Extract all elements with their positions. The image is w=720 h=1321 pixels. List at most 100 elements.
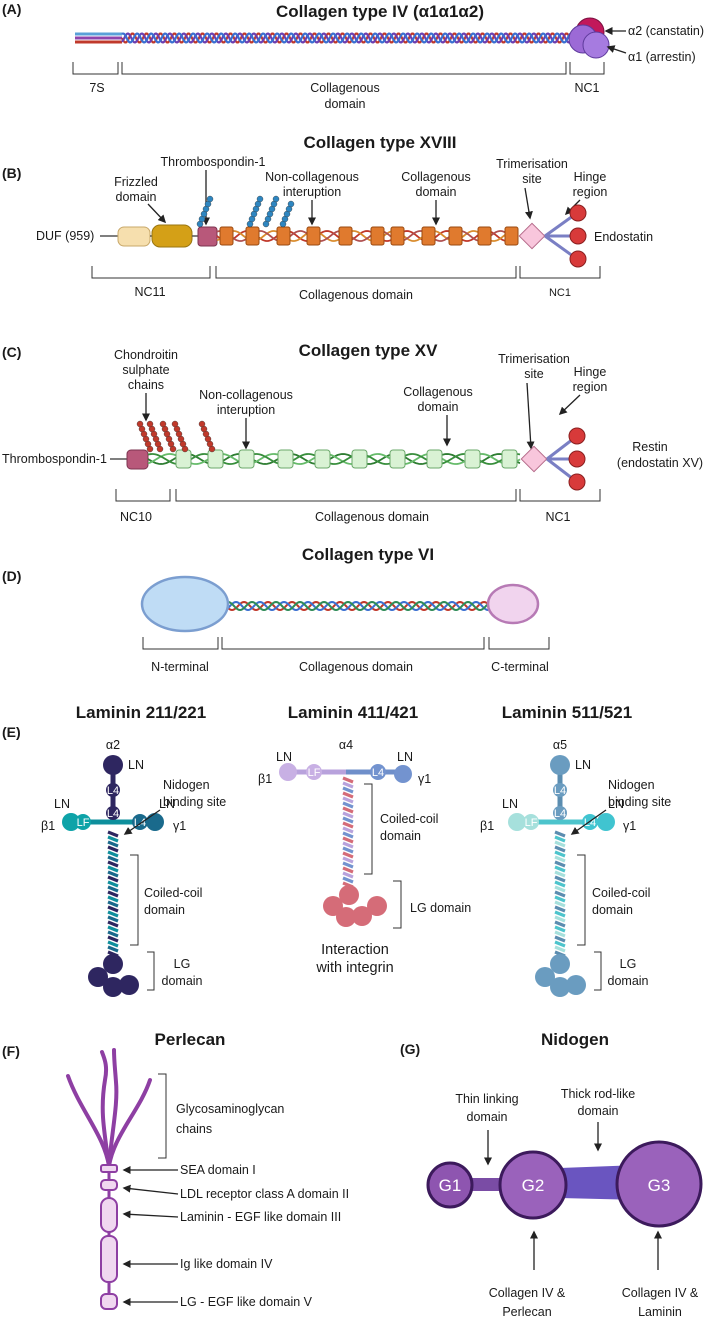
lam2-integrin-label-2: with integrin (315, 960, 393, 976)
ig-domain-label: Ig like domain IV (180, 1257, 273, 1271)
frizzled-label-2: domain (116, 190, 157, 204)
lam2-alpha-label: α4 (339, 738, 353, 752)
xv-interruption-block (314, 449, 331, 469)
lam3-beta-lf-domain (523, 814, 539, 830)
lg-egf-domain-label: LG - EGF like domain V (180, 1295, 313, 1309)
xv-interruption-block (501, 449, 518, 469)
chondroitin-label-2: sulphate (122, 363, 169, 377)
lam3-lg-domain (566, 975, 586, 995)
lam2-lg-label: LG domain (410, 901, 471, 915)
panel-c: (C) Collagen type XV Chondroitin sulphat… (2, 341, 703, 524)
lg-egf-domain-v (100, 1293, 118, 1310)
lam3-coil-label-1: Coiled-coil (592, 886, 650, 900)
g3-globule (615, 1140, 703, 1228)
panel-e: (E) Laminin 211/221 Laminin 411/421 Lami… (2, 703, 671, 997)
collagen-xviii-triple-helix (216, 230, 519, 242)
lam1-coil-label-1: Coiled-coil (144, 886, 202, 900)
noncol-label-2: interuption (283, 185, 341, 199)
endostatin-globule-2 (569, 227, 587, 245)
restin-label-1: Restin (632, 440, 667, 454)
lam2-gamma-ln-domain (394, 765, 412, 783)
xviii-interruption-block (370, 226, 385, 246)
panel-c-label: (C) (2, 344, 21, 360)
panel-a-label: (A) (2, 1, 21, 17)
restin-globule-1 (568, 427, 586, 445)
segment-c-nc1: NC1 (545, 510, 570, 524)
alpha1-arrestin-label: α1 (arrestin) (628, 50, 696, 64)
panel-d-title: Collagen type VI (302, 545, 434, 564)
chondroitin-sulphate-chains (136, 420, 216, 453)
lam2-beta-lf-domain (306, 764, 322, 780)
collagen-xviii-interruptions (219, 226, 519, 246)
perlecan-binding-label-1: Collagen IV & (489, 1286, 566, 1300)
c-coldomain-label-2: domain (418, 400, 459, 414)
c-noncol-label-1: Non-collagenous (199, 388, 293, 402)
perlecan-gag-chains (66, 1048, 152, 1168)
nc1-alpha1b-globule (582, 31, 610, 59)
panel-g-title: Nidogen (541, 1030, 609, 1049)
xviii-interruption-block (421, 226, 436, 246)
xv-interruption-block (277, 449, 294, 469)
lam1-l4a-text: L4 (107, 785, 119, 797)
lam3-alpha-label: α5 (553, 738, 567, 752)
sea-domain-i (100, 1164, 118, 1173)
g1-label: G1 (439, 1176, 462, 1195)
noncol-label-1: Non-collagenous (265, 170, 359, 184)
lam1-gamma-ln-domain (146, 813, 164, 831)
thrombospondin-label: Thrombospondin-1 (161, 155, 266, 169)
lam2-gamma-ln-label: LN (397, 750, 413, 764)
xv-interruption-block (175, 449, 192, 469)
xviii-interruption-block (276, 226, 291, 246)
segment-7s: 7S (89, 81, 104, 95)
ldl-receptor-domain-ii (100, 1179, 118, 1191)
xviii-interruption-block (448, 226, 463, 246)
thick-rod-label-1: Thick rod-like (561, 1087, 635, 1101)
lam1-nidogen-label-2: binding site (163, 795, 226, 809)
gag-label-1: Glycosaminoglycan (176, 1102, 284, 1116)
laminin-211: α2 L4 L4 LN LF L4 LN LN β1 γ1 Nidogen bi… (41, 738, 226, 997)
c-trimerisation-site (520, 445, 548, 473)
panel-f: (F) Perlecan Glycosaminoglycan chains SE… (2, 1030, 349, 1310)
lam3-lg-label-2: domain (608, 974, 649, 988)
segment-c-terminal: C-terminal (491, 660, 549, 674)
lam1-lg-domain (119, 975, 139, 995)
lam3-gamma-label: γ1 (623, 819, 636, 833)
lam1-beta-ln-domain (62, 813, 80, 831)
panel-c-title: Collagen type XV (299, 341, 439, 360)
g3-label: G3 (648, 1176, 671, 1195)
lam2-lg-domain (367, 896, 387, 916)
lam3-nidogen-label-1: Nidogen (608, 778, 655, 792)
xviii-interruption-block (477, 226, 492, 246)
lam1-beta-lf-domain (75, 814, 91, 830)
laminin-511: α5 L4 L4 LN LF L4 LN LN β1 γ1 Nidogen bi… (480, 738, 671, 997)
c-hinge-label-1: Hinge (574, 365, 607, 379)
lam1-lf-text: LF (77, 817, 90, 829)
g1-globule (426, 1161, 474, 1209)
xviii-interruption-block (338, 226, 353, 246)
c-thrombospondin-domain (126, 449, 149, 470)
lam1-lg-label-1: LG (174, 957, 191, 971)
restin-globule-3 (568, 473, 586, 491)
thin-linking-label-1: Thin linking (455, 1092, 518, 1106)
laminin-411-title: Laminin 411/421 (288, 703, 418, 722)
endostatin-label: Endostatin (594, 230, 653, 244)
lam2-beta-ln-label: LN (276, 750, 292, 764)
c-trimer-label-1: Trimerisation (498, 352, 570, 366)
egf-domain-label: Laminin - EGF like domain III (180, 1210, 341, 1224)
segment-nc11: NC11 (134, 285, 165, 299)
lam1-gamma-ln-label: LN (159, 797, 175, 811)
panel-e-label: (E) (2, 724, 21, 740)
lam1-alpha-label: α2 (106, 738, 120, 752)
lam3-alpha-ln-domain (550, 755, 570, 775)
panel-b-title: Collagen type XVIII (303, 133, 456, 152)
panel-b: Collagen type XVIII (B) Thrombospondin-1… (2, 133, 653, 302)
frizzled-domain (151, 224, 193, 248)
laminin-binding-label-1: Collagen IV & (622, 1286, 699, 1300)
lam1-beta-ln-label: LN (54, 797, 70, 811)
laminin-411: α4 LF L4 LN LN β1 γ1 Coiled-coil domain … (258, 738, 471, 976)
xv-interruption-block (389, 449, 406, 469)
xv-interruption-block (464, 449, 481, 469)
thick-rod-label-2: domain (578, 1104, 619, 1118)
lam3-alpha-l4b (553, 806, 567, 820)
heparan-sulphate-chains (196, 195, 295, 228)
